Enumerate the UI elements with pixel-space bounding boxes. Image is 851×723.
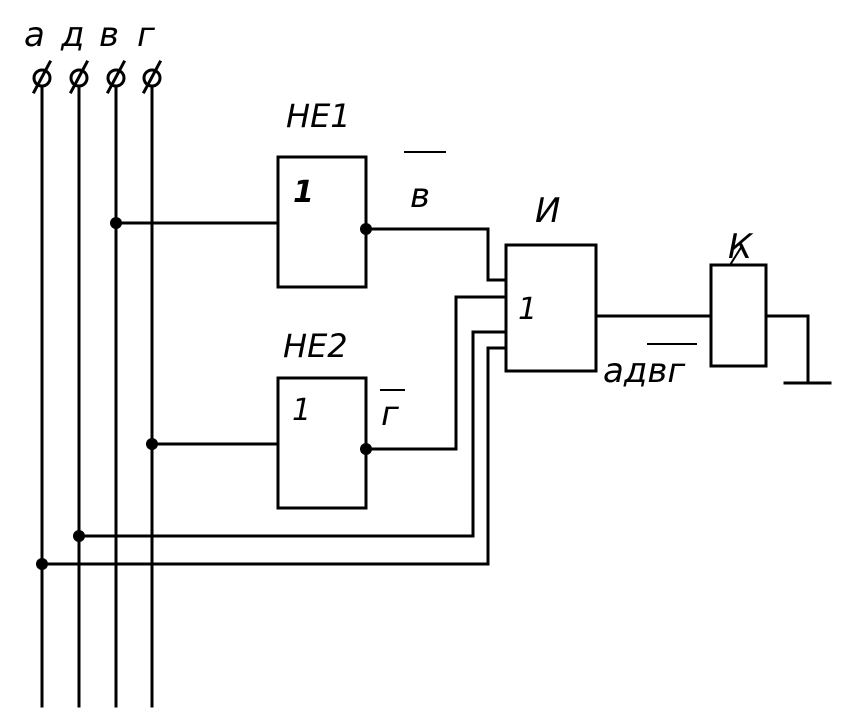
ne2-symbol: 1 bbox=[292, 393, 311, 428]
ne1-symbol: 1 bbox=[293, 175, 314, 210]
junction-g bbox=[146, 438, 158, 450]
wire-ne2-to-and bbox=[364, 295, 508, 451]
junction-a bbox=[36, 558, 48, 570]
junction-d bbox=[73, 530, 85, 542]
terminal-label-g: г bbox=[137, 15, 156, 55]
terminal-label-a: а bbox=[24, 15, 45, 55]
wire-a-to-and bbox=[40, 346, 508, 566]
wire-ne1-to-and bbox=[364, 227, 508, 282]
ne2-label: НЕ2 bbox=[283, 327, 348, 365]
ne1-gate bbox=[276, 155, 368, 289]
and-label: И bbox=[535, 191, 560, 231]
relay-lead-tick bbox=[728, 244, 744, 267]
ne1-label: НЕ1 bbox=[286, 97, 351, 135]
relay-coil bbox=[709, 263, 768, 368]
wire-d-to-and bbox=[77, 330, 508, 538]
wire-relay-to-ground bbox=[764, 314, 810, 385]
ne2-output-label: г bbox=[381, 394, 400, 434]
terminal-label-v: в bbox=[99, 15, 119, 55]
terminal-label-d: д bbox=[60, 15, 85, 55]
and-symbol: 1 bbox=[518, 292, 537, 327]
ne1-output-label: в bbox=[410, 176, 430, 216]
and-output-label: адвг bbox=[603, 351, 686, 391]
junction-v bbox=[110, 217, 122, 229]
and-gate bbox=[504, 243, 598, 373]
ne2-gate bbox=[276, 376, 368, 510]
